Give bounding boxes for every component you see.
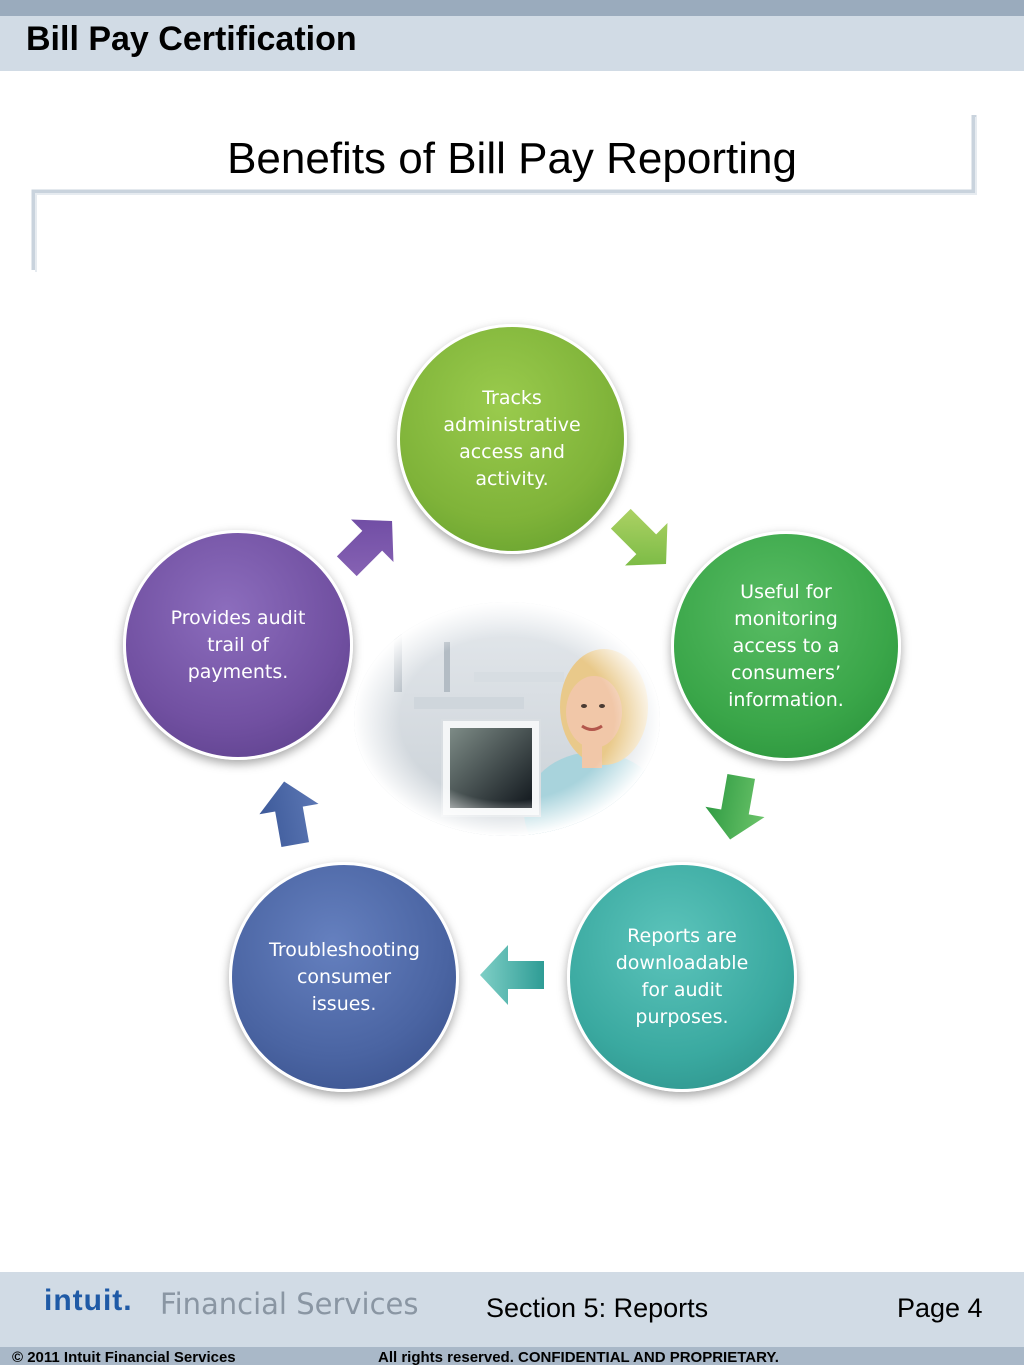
logo-subtitle: Financial Services <box>160 1287 419 1321</box>
arrow-1-icon <box>610 508 668 566</box>
arrow-4-icon <box>259 781 319 847</box>
cycle-step-downloadable: Reports are downloadable for audit purpo… <box>567 862 797 1092</box>
cycle-step-5-label: Provides audit trail of payments. <box>170 606 306 683</box>
cycle-step-tracks-access: Tracks administrative access and activit… <box>397 324 627 554</box>
arrow-5-icon <box>336 519 394 577</box>
arrow-2-icon <box>705 774 765 840</box>
page-number: Page 4 <box>897 1293 983 1323</box>
slide-title: Benefits of Bill Pay Reporting <box>227 134 797 183</box>
cycle-step-2-label: Useful for monitoring access to a consum… <box>728 580 844 711</box>
cycle-step-3-label: Reports are downloadable for audit purpo… <box>615 925 749 1028</box>
intuit-logo: intuit. <box>44 1284 133 1317</box>
cycle-step-audit-trail: Provides audit trail of payments. <box>123 530 353 760</box>
cycle-step-monitoring: Useful for monitoring access to a consum… <box>671 531 901 761</box>
footer-strip <box>0 1347 1024 1365</box>
footer-bar <box>0 1272 1024 1347</box>
section-label: Section 5: Reports <box>486 1293 709 1323</box>
center-photo <box>354 602 660 836</box>
copyright-text: © 2011 Intuit Financial Services <box>12 1349 236 1366</box>
cycle-step-troubleshooting: Troubleshooting consumer issues. <box>229 862 459 1092</box>
arrow-3-icon <box>480 945 544 1005</box>
header-bar <box>0 16 1024 71</box>
rights-text: All rights reserved. CONFIDENTIAL AND PR… <box>378 1349 779 1366</box>
cycle-step-1-label: Tracks administrative access and activit… <box>443 387 581 490</box>
header-title: Bill Pay Certification <box>26 20 357 58</box>
top-accent-strip <box>0 0 1024 16</box>
cycle-step-4-label: Troubleshooting consumer issues. <box>269 938 420 1015</box>
title-frame <box>31 115 977 272</box>
